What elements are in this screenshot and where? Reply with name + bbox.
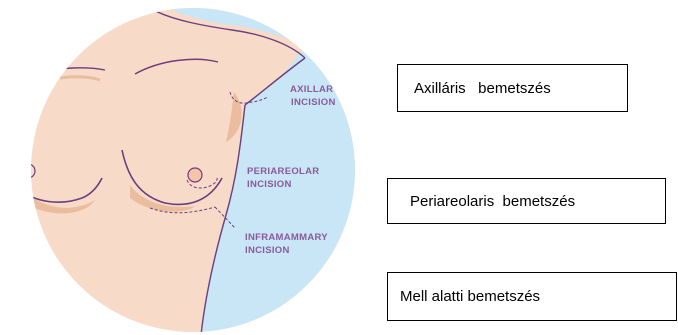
inframammary-translation-box: Mell alatti bemetszés <box>387 272 677 321</box>
right-areola <box>188 168 202 182</box>
periareolar-label-line2: INCISION <box>247 179 292 190</box>
inframammary-label-line1: INFRAMAMMARY <box>245 232 328 243</box>
inframammary-translation-text: Mell alatti bemetszés <box>400 288 540 305</box>
axillary-translation-box: Axilláris bemetszés <box>397 64 628 112</box>
periareolar-translation-text: Periareolaris bemetszés <box>410 193 575 210</box>
axillary-label-line1: AXILLARY <box>290 84 340 95</box>
body-illustration: AXILLARY INCISION PERIAREOLAR INCISION I… <box>20 0 370 335</box>
axillary-label-line2: INCISION <box>291 97 336 108</box>
periareolar-translation-box: Periareolaris bemetszés <box>387 178 666 224</box>
axillary-translation-text: Axilláris bemetszés <box>414 80 551 97</box>
inframammary-label-line2: INCISION <box>245 245 290 256</box>
periareolar-label-line1: PERIAREOLAR <box>247 166 319 177</box>
